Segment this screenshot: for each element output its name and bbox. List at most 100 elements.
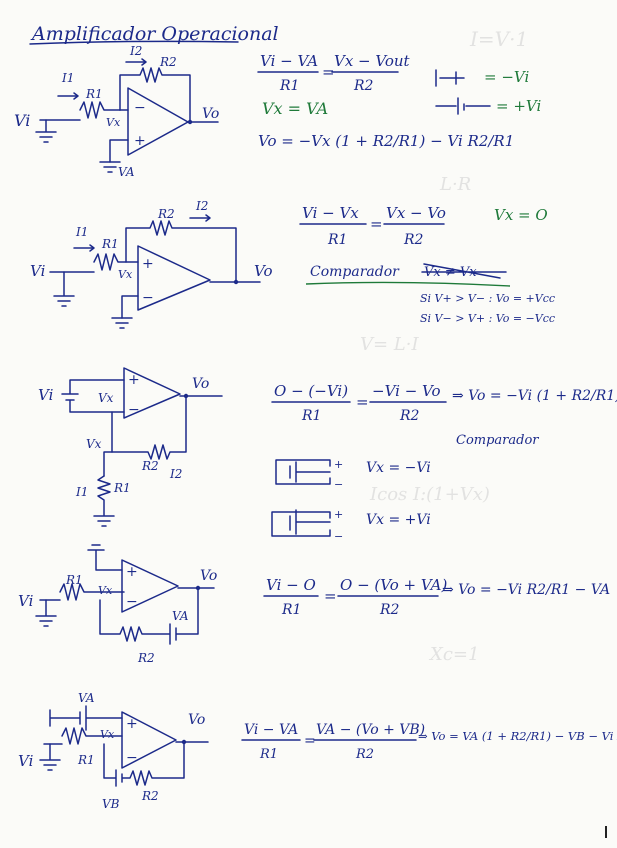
label-r1: R1 xyxy=(113,481,131,495)
node-dot xyxy=(187,119,193,125)
opamp-triangle xyxy=(123,367,181,419)
heading-comparador: Comparador xyxy=(310,264,400,280)
label-r2: R2 xyxy=(159,55,177,69)
note-vx-equals-va: Vx = VA xyxy=(262,99,328,118)
plus-terminal: + xyxy=(134,133,146,149)
label-vi: Vi xyxy=(14,111,30,130)
label-vi: Vi xyxy=(30,262,46,280)
opamp-triangle xyxy=(121,711,177,769)
feedback-r2-and-vb-source xyxy=(103,741,209,787)
eq-equals: = xyxy=(356,393,369,411)
ghost-text: Icos I:(1+Vx) xyxy=(369,484,490,505)
resistor-r1 xyxy=(49,253,139,273)
label-vo: Vo xyxy=(200,568,217,584)
plus-to-ground xyxy=(87,544,123,571)
label-r1: R1 xyxy=(85,87,103,101)
circuit-5-equations: Vi − VA R1 = VA − (Vo + VB) R2 ⇒ Vo = VA… xyxy=(241,722,617,762)
battery-case-2 xyxy=(271,509,331,537)
label-vb: VB xyxy=(102,797,120,811)
eq-right-denominator: R2 xyxy=(379,602,400,618)
page-title: Amplificador Operacional xyxy=(30,23,279,45)
label-vx: Vx xyxy=(98,391,114,405)
eq1-equals: = xyxy=(322,63,335,81)
label-i1: I1 xyxy=(75,225,88,239)
eq-equals: = xyxy=(304,733,316,749)
battery-symbol-neg xyxy=(435,69,465,87)
label-r2: R2 xyxy=(141,789,159,803)
ground-symbol xyxy=(111,317,133,329)
eq-right-denominator: R2 xyxy=(355,747,374,762)
feedback-resistor-r2 xyxy=(125,220,237,283)
circuit-1-equations: Vi − VA R1 = Vx − Vout R2 Vx = VA Vo = −… xyxy=(257,52,541,150)
label-vo: Vo xyxy=(254,262,273,280)
minus-terminal: − xyxy=(126,594,138,610)
label-r2: R2 xyxy=(137,651,155,665)
input-battery-wires xyxy=(61,379,223,413)
plus-mark: + xyxy=(334,458,343,471)
feedback-resistor-r2 xyxy=(119,67,191,121)
label-i1: I1 xyxy=(75,485,88,499)
circuit-2-equations: Vi − Vx R1 = Vx − Vo R2 Vx = O Comparado… xyxy=(299,204,555,325)
case-1-text: Vx = −Vi xyxy=(366,460,431,476)
plus-mark: + xyxy=(334,508,343,521)
label-vi: Vi xyxy=(38,386,54,404)
opamp-triangle xyxy=(127,87,189,156)
label-vx: Vx xyxy=(106,116,121,129)
eq2-vo: Vo = −Vx (1 + R2/R1) − Vi R2/R1 xyxy=(258,132,514,150)
eq-left-denominator: R1 xyxy=(259,747,278,762)
resistor-r1-to-ground xyxy=(93,411,115,527)
minus-mark: − xyxy=(334,478,343,491)
label-vo: Vo xyxy=(188,712,205,728)
label-va: VA xyxy=(172,609,189,623)
ghost-text: L·R xyxy=(439,174,471,195)
label-vx: Vx xyxy=(118,268,133,281)
eq-left-denominator: R1 xyxy=(301,408,321,424)
bleed-through-marks: I=V·1 L·R V= L·I Icos I:(1+Vx) Xc=1 xyxy=(360,27,528,665)
current-arrow xyxy=(189,214,211,222)
label-r2: R2 xyxy=(157,207,175,221)
va-source-wires xyxy=(49,705,123,731)
current-arrow xyxy=(125,58,147,66)
eq-result: ⇒ Vo = VA (1 + R2/R1) − VB − Vi R2/R1 xyxy=(418,729,617,743)
eq-left-numerator: Vi − O xyxy=(266,576,316,594)
eq-right-denominator: R2 xyxy=(403,232,424,248)
node-dot xyxy=(233,279,239,285)
label-r1: R1 xyxy=(65,573,83,587)
note-vx-zero: Vx = O xyxy=(494,206,548,224)
current-arrow xyxy=(73,244,95,252)
plus-terminal: + xyxy=(126,564,138,580)
case-2-text: Vx = +Vi xyxy=(366,512,431,528)
label-vi: Vi xyxy=(18,592,34,610)
label-vx-2: Vx xyxy=(86,437,102,451)
strike-through xyxy=(421,263,507,279)
green-underline xyxy=(305,281,511,287)
ghost-text: V= L·I xyxy=(360,334,419,355)
circuit-1-schematic: Vi I1 R1 I2 R2 Vx − + Vo VA xyxy=(14,44,219,179)
label-i2: I2 xyxy=(129,44,142,58)
eq1-left-numerator: Vi − VA xyxy=(260,52,318,70)
label-vx: Vx xyxy=(98,584,113,597)
heading-comparador: Comparador xyxy=(456,433,539,448)
resistor-r1 xyxy=(43,727,123,745)
label-vo: Vo xyxy=(192,376,209,392)
circuit-5-schematic: Vi VA R1 Vx + − Vo VB R2 xyxy=(18,691,209,811)
circuit-4-schematic: Vi R1 Vx + − Vo VA R2 xyxy=(18,544,217,665)
eq-left-numerator: O − (−Vi) xyxy=(274,382,348,400)
battery-label-pos: = +Vi xyxy=(496,97,541,115)
eq-right-numerator: −Vi − Vo xyxy=(372,382,441,400)
resistor-r1 xyxy=(39,583,125,601)
ground-symbol xyxy=(35,119,57,143)
label-vi: Vi xyxy=(18,752,34,770)
label-i2: I2 xyxy=(169,467,182,481)
battery-label-neg: = −Vi xyxy=(484,68,529,86)
label-va: VA xyxy=(78,691,95,705)
minus-terminal: − xyxy=(126,750,138,766)
eq-right-denominator: R2 xyxy=(399,408,420,424)
ground-symbol xyxy=(99,161,121,173)
label-r1: R1 xyxy=(77,753,95,767)
eq-right-numerator: VA − (Vo + VB) xyxy=(316,722,425,738)
opamp-triangle xyxy=(137,245,211,311)
eq-left-numerator: Vi − Vx xyxy=(302,204,359,222)
